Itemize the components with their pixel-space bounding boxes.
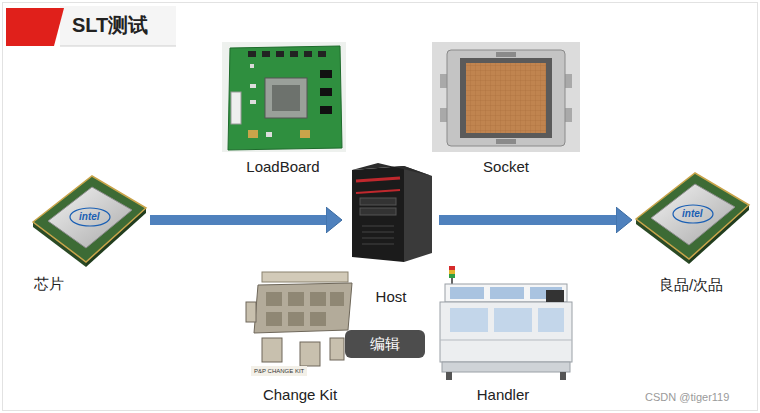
part-caption: Change Kit (263, 386, 337, 404)
block-arrow (150, 215, 326, 225)
block-arrow (439, 215, 616, 225)
button-label: 编辑 (370, 335, 400, 353)
part-caption: 芯片 (34, 275, 64, 293)
slide-border (3, 3, 758, 411)
chip-picture (33, 176, 146, 267)
chip-logo: intel (682, 208, 703, 219)
title-accent (6, 8, 64, 46)
edit-button: 编辑 (345, 330, 425, 358)
chip-logo: intel (79, 211, 100, 222)
part-caption: Socket (483, 158, 529, 176)
part-caption: LoadBoard (246, 158, 319, 176)
title-rule (60, 46, 176, 47)
watermark: CSDN @tiger119 (645, 391, 729, 403)
socket-card: Socket (430, 40, 582, 178)
change-kit-card: Change Kit (240, 266, 360, 406)
part-caption: Host (376, 288, 407, 306)
part-caption: 良品/次品 (659, 276, 723, 294)
slide-title: SLT测试 (72, 14, 148, 36)
host-tower-picture (352, 163, 432, 262)
part-caption: Handler (477, 386, 530, 404)
socket-picture (432, 42, 580, 152)
host-card: Host (345, 163, 437, 308)
loadboard-card: LoadBoard (218, 40, 348, 178)
loadboard-picture (222, 42, 346, 152)
change-kit-picture (246, 272, 352, 376)
title-panel (60, 6, 176, 46)
handler-card: Handler (428, 266, 578, 406)
chip-picture (636, 173, 749, 264)
result-card: 良品/次品 (635, 168, 747, 296)
chip-card: 芯片 (30, 170, 148, 295)
handler-picture (440, 266, 572, 380)
kit-marking: P&P CHANGE KIT (254, 368, 304, 375)
